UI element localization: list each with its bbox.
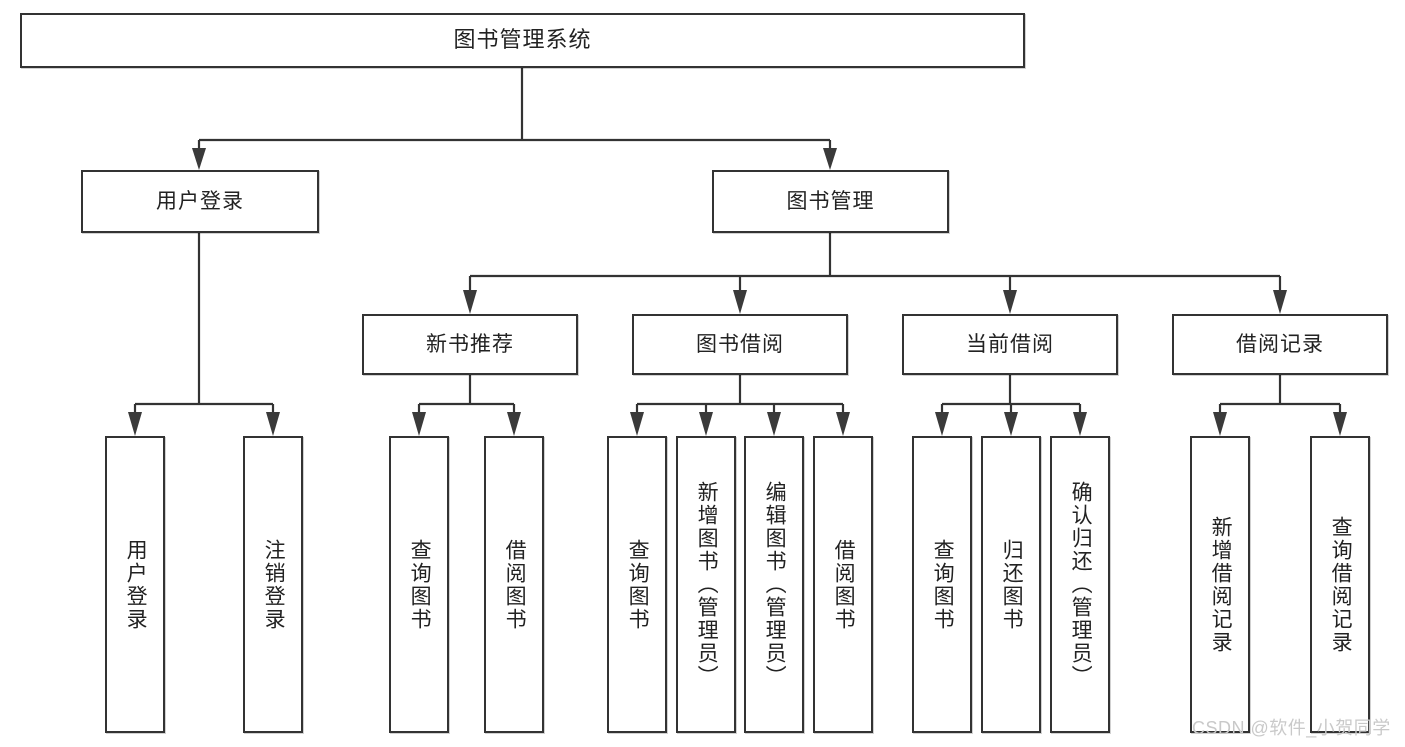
leaf-query-book-newbook[interactable]: 查询图书 [389, 436, 449, 733]
node-book-management[interactable]: 图书管理 [712, 170, 949, 233]
node-label: 查询图书 [408, 538, 432, 631]
node-label: 查询借阅记录 [1329, 515, 1353, 654]
node-label: 新增借阅记录 [1209, 515, 1233, 654]
arrow-borrow-leaf1 [630, 412, 644, 436]
node-label: 新书推荐 [426, 332, 514, 356]
node-label: 编辑图书（管理员） [763, 481, 787, 688]
leaf-user-login[interactable]: 用户登录 [105, 436, 165, 733]
arrow-newbook-leaf2 [507, 412, 521, 436]
arrow-bookmgmt-record [1273, 290, 1287, 314]
leaf-query-book-current[interactable]: 查询图书 [912, 436, 972, 733]
leaf-edit-book-admin[interactable]: 编辑图书（管理员） [744, 436, 804, 733]
arrow-record-leaf2 [1333, 412, 1347, 436]
leaf-query-book-borrow[interactable]: 查询图书 [607, 436, 667, 733]
arrow-root-to-bookmgmt [823, 148, 837, 170]
node-label: 借阅图书 [832, 538, 856, 631]
leaf-add-borrow-record[interactable]: 新增借阅记录 [1190, 436, 1250, 733]
arrow-borrow-leaf2 [699, 412, 713, 436]
node-borrow-record[interactable]: 借阅记录 [1172, 314, 1388, 375]
arrow-record-leaf1 [1213, 412, 1227, 436]
node-label: 查询图书 [626, 538, 650, 631]
arrow-current-leaf3 [1073, 412, 1087, 436]
arrow-current-leaf2 [1004, 412, 1018, 436]
node-label: 用户登录 [124, 538, 148, 631]
leaf-add-book-admin[interactable]: 新增图书（管理员） [676, 436, 736, 733]
arrow-bookmgmt-borrow [733, 290, 747, 314]
leaf-confirm-return-admin[interactable]: 确认归还（管理员） [1050, 436, 1110, 733]
node-user-login[interactable]: 用户登录 [81, 170, 319, 233]
arrow-newbook-leaf1 [412, 412, 426, 436]
arrow-root-to-userlogin [192, 148, 206, 170]
arrow-userlogin-leaf1 [128, 412, 142, 436]
node-label: 借阅图书 [503, 538, 527, 631]
leaf-logout[interactable]: 注销登录 [243, 436, 303, 733]
node-label: 确认归还（管理员） [1069, 481, 1093, 688]
node-label: 用户登录 [156, 189, 244, 213]
arrow-current-leaf1 [935, 412, 949, 436]
node-label: 注销登录 [262, 538, 286, 631]
node-label: 图书借阅 [696, 332, 784, 356]
node-root-system[interactable]: 图书管理系统 [20, 13, 1025, 68]
node-label: 当前借阅 [966, 332, 1054, 356]
node-label: 图书管理系统 [453, 27, 592, 53]
node-book-borrow[interactable]: 图书借阅 [632, 314, 848, 375]
leaf-borrow-book-newbook[interactable]: 借阅图书 [484, 436, 544, 733]
leaf-return-book[interactable]: 归还图书 [981, 436, 1041, 733]
node-label: 查询图书 [931, 538, 955, 631]
node-label: 借阅记录 [1236, 332, 1324, 356]
node-current-borrow[interactable]: 当前借阅 [902, 314, 1118, 375]
node-label: 归还图书 [1000, 538, 1024, 631]
arrow-borrow-leaf3 [767, 412, 781, 436]
arrow-bookmgmt-current [1003, 290, 1017, 314]
arrow-userlogin-leaf2 [266, 412, 280, 436]
leaf-query-borrow-record[interactable]: 查询借阅记录 [1310, 436, 1370, 733]
arrow-borrow-leaf4 [836, 412, 850, 436]
node-label: 新增图书（管理员） [695, 481, 719, 688]
leaf-borrow-book[interactable]: 借阅图书 [813, 436, 873, 733]
node-new-book-recommendation[interactable]: 新书推荐 [362, 314, 578, 375]
arrow-bookmgmt-newbook [463, 290, 477, 314]
node-label: 图书管理 [786, 189, 875, 213]
